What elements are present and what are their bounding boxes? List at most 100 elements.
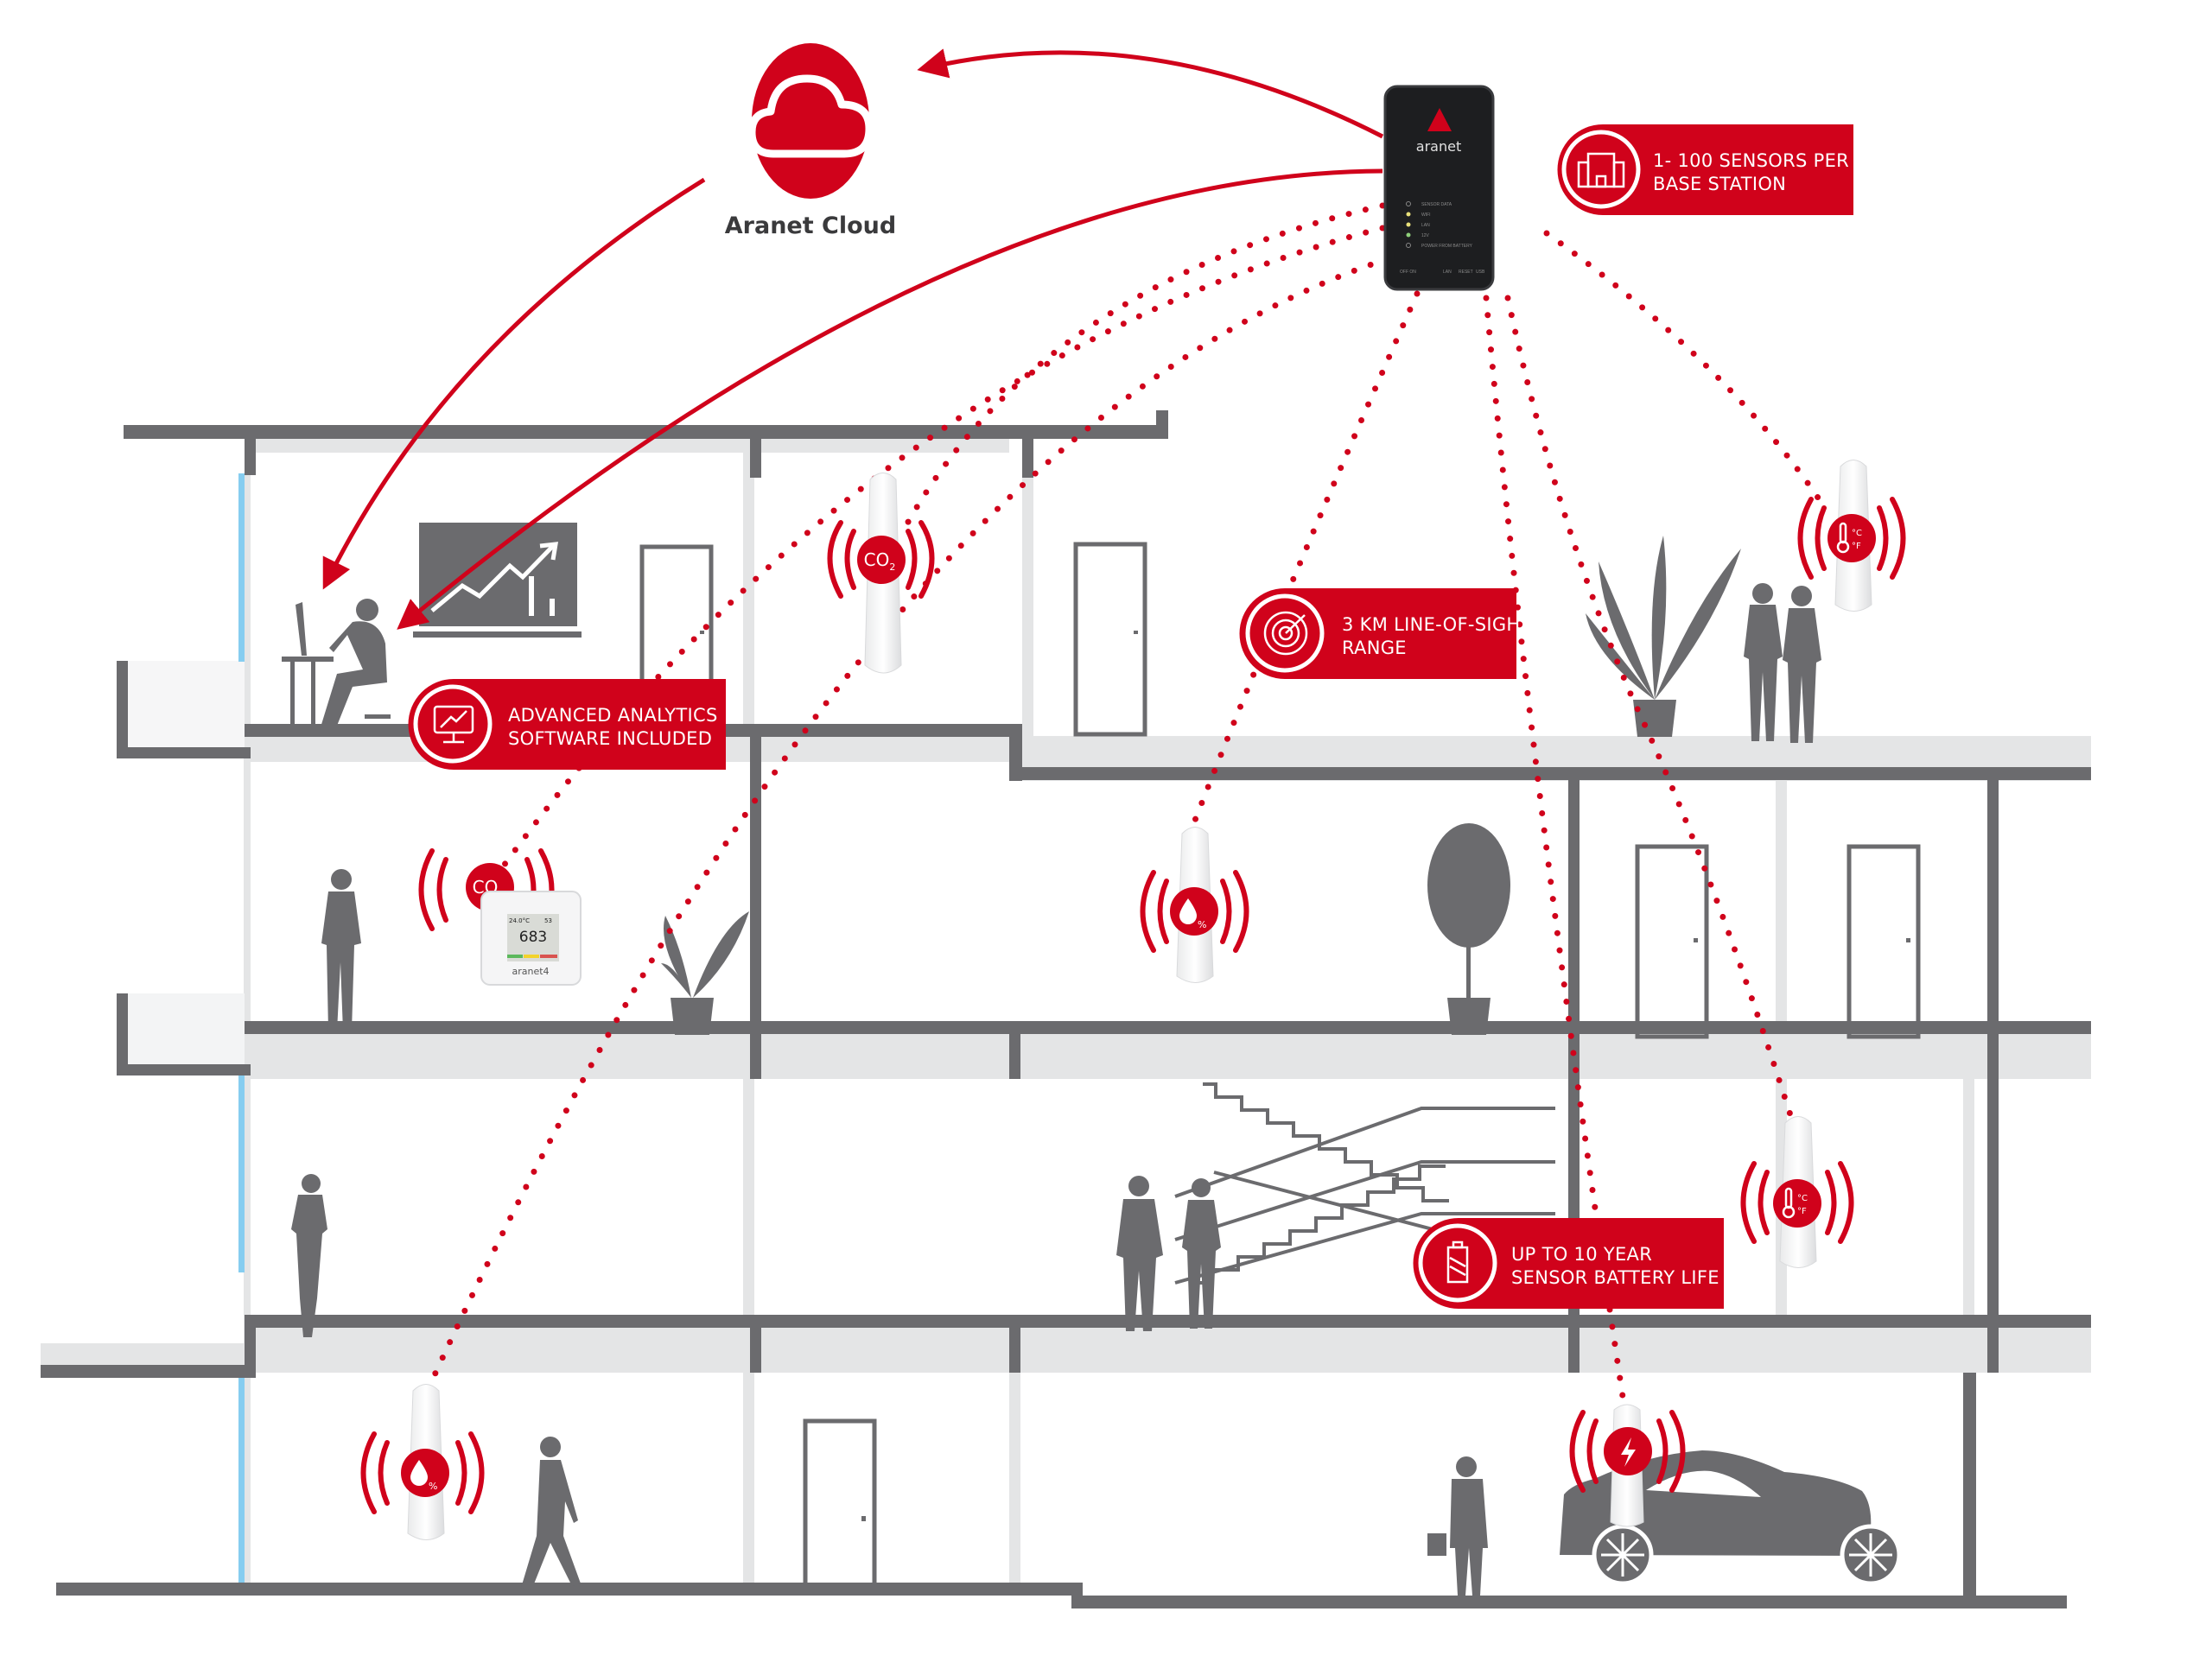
thermometer-icon	[1836, 522, 1850, 554]
doors	[639, 542, 1921, 1588]
person-silhouette	[321, 869, 361, 1031]
desk-worker-silhouette	[282, 599, 391, 730]
signal-waves	[1740, 1161, 1854, 1244]
led-label: POWER FROM BATTERY	[1421, 244, 1473, 249]
signal-waves	[1140, 870, 1249, 953]
led-label: 12V	[1421, 233, 1430, 238]
door	[1073, 542, 1147, 737]
usb-icon: USB	[1476, 270, 1485, 275]
dotted-link	[489, 225, 1386, 885]
dotted-link	[1185, 290, 1421, 841]
aranet-logo-icon	[1427, 108, 1452, 131]
ground-floor-right	[1071, 1596, 2067, 1608]
roof-slab	[124, 425, 1168, 439]
sensor-humidity[interactable]: %	[1140, 827, 1249, 983]
cloud-label: Aranet Cloud	[725, 213, 896, 239]
battery-icon	[1446, 1240, 1469, 1284]
cloud-links	[322, 48, 1384, 630]
building	[41, 410, 2091, 1608]
arrow-base-to-desk	[397, 168, 1383, 630]
led-label: SENSOR DATA	[1421, 202, 1452, 207]
water-drop-icon	[1179, 898, 1197, 924]
ground-floor-left	[56, 1583, 1076, 1596]
lightning-icon	[1621, 1437, 1636, 1467]
base-station-brand: aranet	[1416, 138, 1461, 155]
thermometer-icon	[1782, 1187, 1796, 1219]
sensor-power[interactable]	[1569, 1404, 1686, 1527]
callout-analytics: ADVANCED ANALYTICS SOFTWARE INCLUDED	[408, 679, 726, 770]
floor-1-right	[1009, 767, 2091, 780]
person-silhouette	[1427, 1456, 1488, 1596]
glass-facade	[238, 473, 245, 1585]
door	[803, 1418, 877, 1588]
dotted-link	[1543, 230, 1827, 509]
ports: OFF ON LAN RESET USB	[1400, 270, 1485, 275]
sensor-humidity[interactable]: %	[360, 1384, 485, 1540]
analytics-board	[413, 523, 582, 638]
aranet4-brand: aranet4	[512, 966, 549, 977]
aranet-cloud[interactable]: Aranet Cloud	[725, 43, 896, 239]
plants	[661, 536, 1741, 1035]
celsius-label: °C	[1852, 529, 1862, 538]
led-label: WIFI	[1421, 213, 1431, 218]
callout-line-2: SOFTWARE INCLUDED	[508, 728, 712, 749]
dotted-link	[899, 202, 1386, 535]
aranet4-humidity: 53	[544, 917, 552, 924]
floor-2	[245, 1021, 2091, 1034]
person-silhouette	[1182, 1178, 1221, 1329]
callout-range: 3 KM LINE-OF-SIGHT RANGE	[1239, 588, 1532, 679]
port-label: OFF ON	[1400, 270, 1416, 275]
sensor-co2-display[interactable]: CO2 24.0°C 53 683 aranet4	[418, 848, 582, 986]
signal-waves	[360, 1431, 485, 1514]
fahrenheit-label: °F	[1852, 542, 1861, 551]
callout-line-2: SENSOR BATTERY LIFE	[1511, 1267, 1719, 1288]
led-label: LAN	[1421, 223, 1430, 228]
callout-battery: UP TO 10 YEAR SENSOR BATTERY LIFE	[1413, 1218, 1724, 1309]
signal-waves	[827, 520, 935, 599]
radar-icon	[1263, 611, 1308, 656]
arrow-cloud-to-desk	[322, 177, 706, 590]
port-label: LAN	[1443, 270, 1452, 275]
potted-tree	[1427, 823, 1510, 1035]
water-drop-icon	[410, 1460, 428, 1486]
dotted-link	[420, 256, 1390, 1403]
person-silhouette	[521, 1437, 581, 1590]
sensor-temperature[interactable]: °C °F	[1797, 460, 1906, 612]
callout-line-1: UP TO 10 YEAR	[1511, 1244, 1652, 1265]
signal-waves	[1797, 497, 1906, 580]
signal-waves	[1569, 1410, 1686, 1493]
person-silhouette	[1783, 586, 1821, 743]
potted-palm	[1586, 536, 1741, 737]
celsius-label: °C	[1797, 1194, 1808, 1203]
callout-line-2: BASE STATION	[1653, 174, 1786, 194]
humidity-percent: %	[429, 1481, 437, 1492]
building-icon	[1577, 152, 1625, 188]
callout-line-1: 3 KM LINE-OF-SIGHT	[1342, 614, 1532, 635]
aranet4-temp: 24.0°C	[509, 917, 530, 924]
port-label: RESET	[1459, 270, 1473, 275]
door	[1847, 844, 1921, 1039]
callout-sensors-per-station: 1- 100 SENSORS PER BASE STATION	[1557, 124, 1853, 215]
humidity-percent: %	[1198, 919, 1206, 930]
callout-line-2: RANGE	[1342, 638, 1407, 658]
arrow-base-to-cloud	[917, 48, 1384, 139]
sensor-temperature[interactable]: °C °F	[1740, 1116, 1854, 1268]
sensor-co2[interactable]: CO2	[827, 473, 935, 674]
callout-line-1: ADVANCED ANALYTICS	[508, 705, 718, 726]
aranet4-co2-value: 683	[519, 929, 547, 946]
base-station[interactable]: aranet SENSOR DATA WIFI LAN 12V POWER FR…	[1383, 85, 1495, 291]
door	[1635, 844, 1709, 1039]
person-silhouette	[1116, 1176, 1163, 1331]
signal-waves	[418, 848, 555, 931]
person-silhouette	[291, 1174, 327, 1337]
potted-plant-large-leaf	[661, 911, 749, 1035]
fahrenheit-label: °F	[1797, 1207, 1807, 1216]
floor-3	[245, 1315, 2091, 1328]
cloud-icon	[747, 74, 874, 158]
people	[282, 583, 1821, 1596]
status-leds: SENSOR DATA WIFI LAN 12V POWER FROM BATT…	[1406, 201, 1473, 249]
co2-icon: CO2	[864, 549, 896, 573]
roof-upstand	[1156, 410, 1168, 439]
dotted-link	[1504, 295, 1796, 1126]
